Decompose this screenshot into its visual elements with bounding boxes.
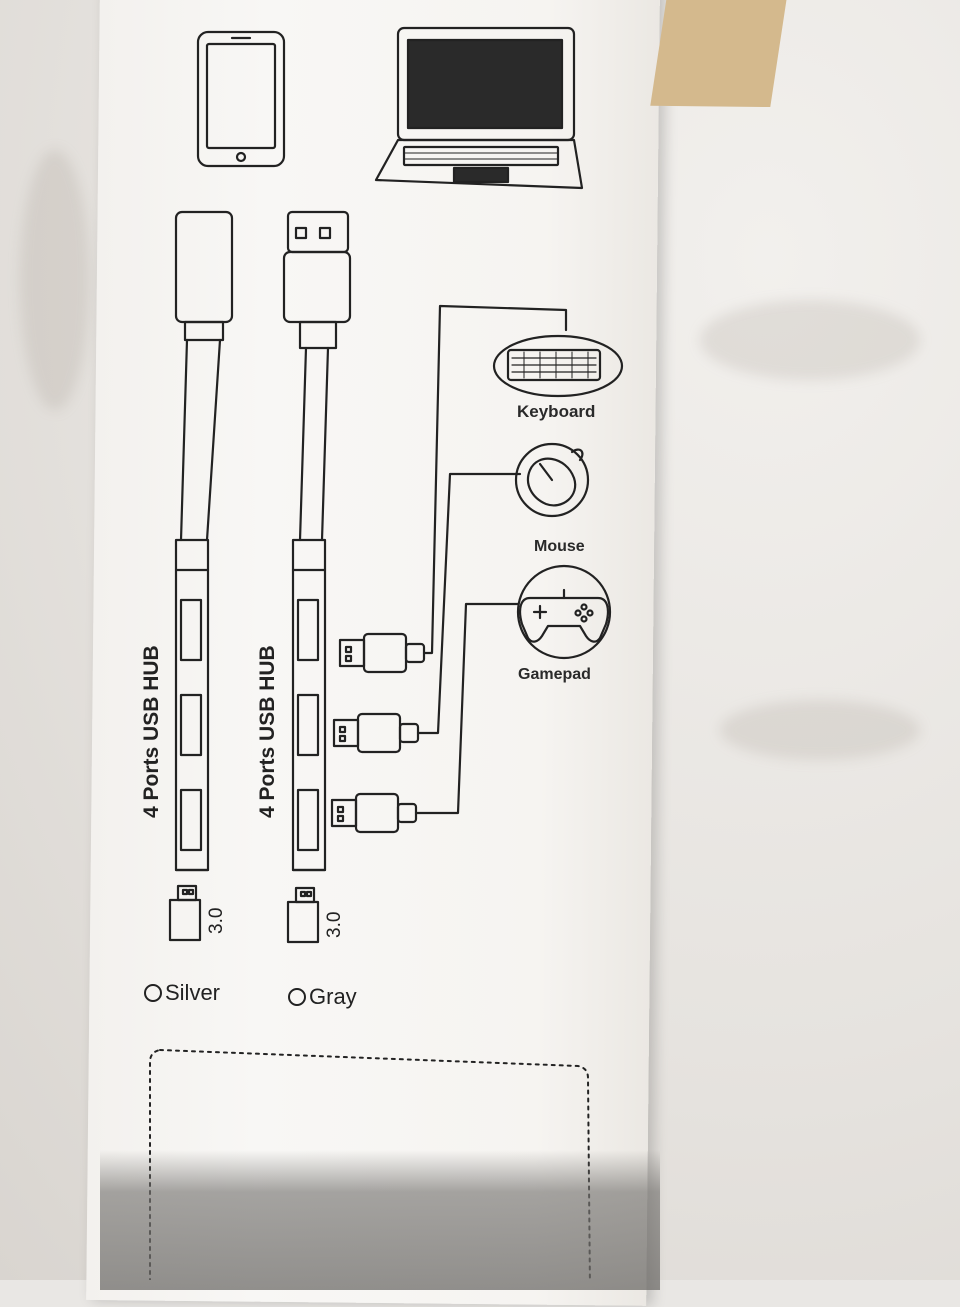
usb-adapter-gray (286, 886, 320, 944)
color-option-gray: Gray (288, 984, 357, 1010)
color-option-label: Gray (309, 984, 357, 1009)
keyboard-icon (492, 334, 624, 398)
cloth-fold (720, 700, 920, 760)
mouse-label: Mouse (534, 538, 585, 555)
gamepad-label: Gamepad (518, 666, 591, 683)
cloth-fold (700, 300, 920, 380)
dotted-cutout-outline (149, 1049, 591, 1280)
mouse-cable (416, 472, 522, 735)
tablet-icon (196, 30, 286, 168)
radio-circle-icon (288, 988, 306, 1006)
usb-a-hub-illustration (282, 210, 352, 872)
photo-shadow (100, 1150, 660, 1290)
keyboard-cable (422, 304, 568, 655)
hub-label-gray: 4 Ports USB HUB (256, 645, 279, 818)
gamepad-cable (414, 602, 520, 815)
radio-circle-icon (144, 984, 162, 1002)
hub-label-silver: 4 Ports USB HUB (140, 645, 163, 818)
mouse-icon (514, 442, 590, 518)
box-line-art (149, 26, 624, 1280)
gamepad-icon (516, 564, 612, 660)
usb-plug-mouse (332, 712, 420, 754)
usb-c-hub-illustration (174, 210, 234, 872)
keyboard-label: Keyboard (517, 402, 596, 421)
version-label-gray: 3.0 (324, 911, 345, 938)
laptop-icon (374, 26, 584, 190)
color-option-label: Silver (165, 980, 221, 1005)
usb-plug-gamepad (330, 792, 418, 834)
version-label-silver: 3.0 (206, 907, 227, 934)
color-option-silver: Silver (144, 980, 220, 1006)
cloth-fold (20, 150, 90, 410)
usb-adapter-silver (168, 884, 202, 942)
usb-plug-keyboard (338, 632, 426, 674)
